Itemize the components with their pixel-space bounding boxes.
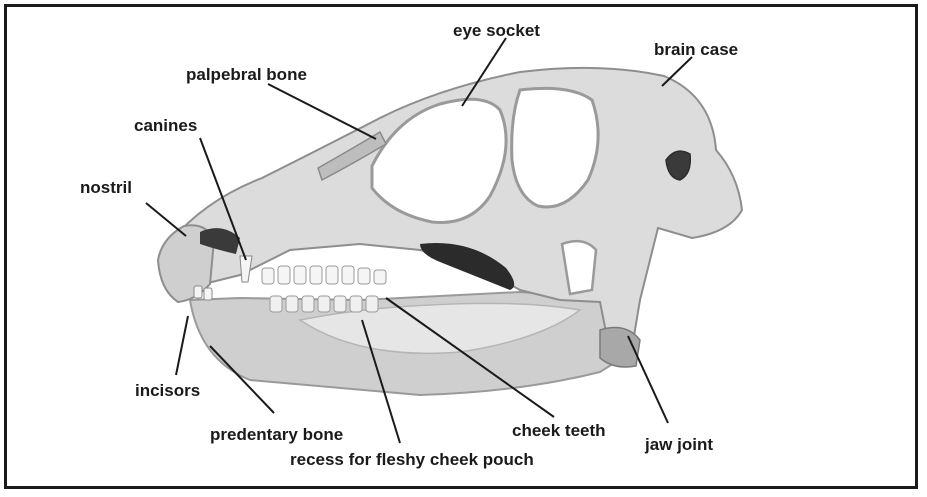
label-incisors: incisors	[135, 381, 200, 401]
upper-teeth	[262, 266, 386, 284]
label-cheek-teeth: cheek teeth	[512, 421, 606, 441]
label-brain-case: brain case	[654, 40, 738, 60]
leader-nostril	[146, 203, 186, 236]
label-palpebral-bone: palpebral bone	[186, 65, 307, 85]
lower-teeth	[270, 296, 378, 312]
label-nostril: nostril	[80, 178, 132, 198]
label-recess-cheek-pouch: recess for fleshy cheek pouch	[290, 450, 534, 470]
leader-jaw-joint	[628, 336, 668, 423]
label-canines: canines	[134, 116, 197, 136]
leader-palpebral-bone	[268, 84, 376, 139]
leader-incisors	[176, 316, 188, 375]
label-jaw-joint: jaw joint	[645, 435, 713, 455]
label-eye-socket: eye socket	[453, 21, 540, 41]
label-predentary-bone: predentary bone	[210, 425, 343, 445]
